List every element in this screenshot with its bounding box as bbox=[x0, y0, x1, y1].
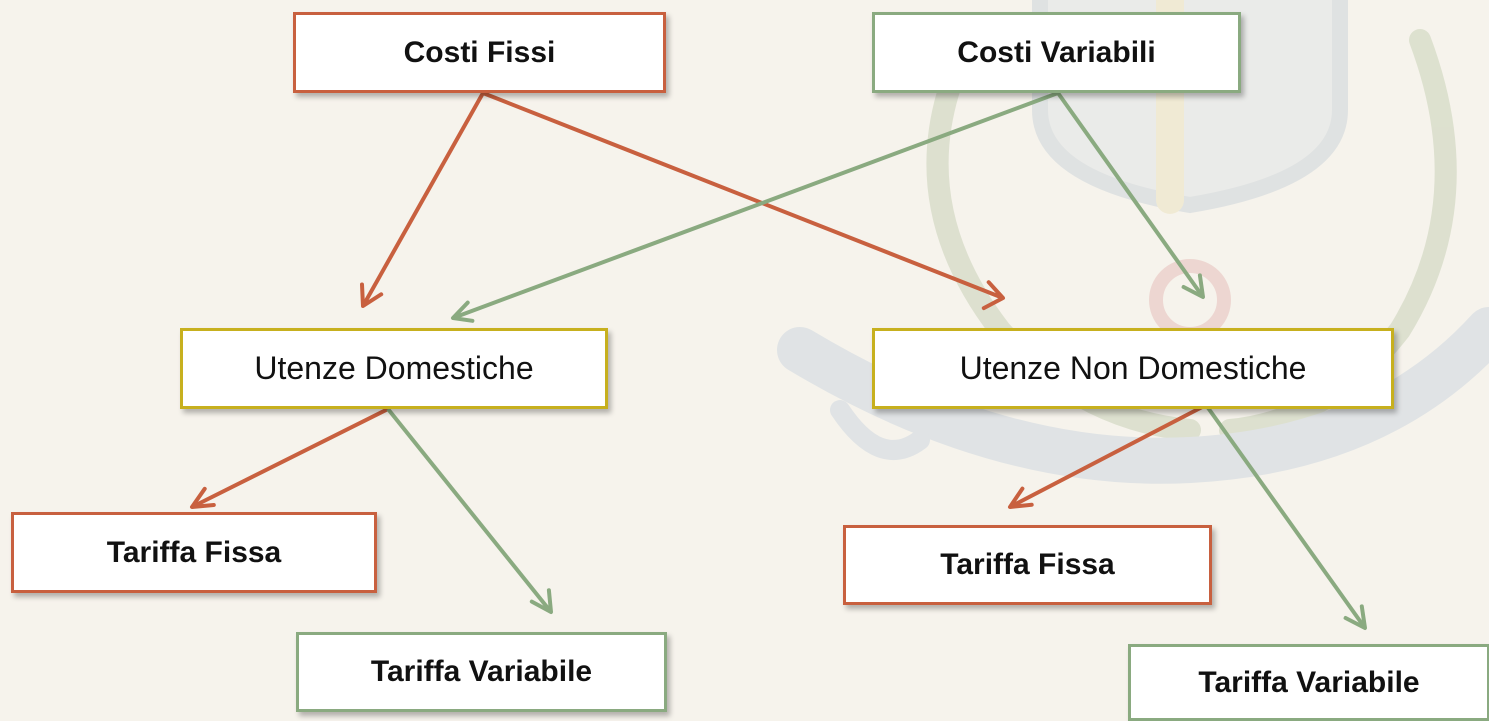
node-tariffa-variabile-non-domestiche: Tariffa Variabile bbox=[1128, 644, 1489, 721]
node-utenze-domestiche: Utenze Domestiche bbox=[180, 328, 608, 409]
edge-costi-variabili-to-utenze-non-domestiche bbox=[1056, 91, 1205, 299]
edge-utenze-domestiche-to-tariffa-fissa bbox=[190, 407, 389, 509]
edge-costi-fissi-to-utenze-domestiche bbox=[360, 92, 485, 308]
edge-utenze-domestiche-to-tariffa-variabile bbox=[386, 407, 553, 614]
node-tariffa-fissa-domestiche: Tariffa Fissa bbox=[11, 512, 377, 593]
node-costi-fissi: Costi Fissi bbox=[293, 12, 666, 93]
node-label: Tariffa Variabile bbox=[370, 655, 593, 688]
node-label: Tariffa Variabile bbox=[1198, 665, 1420, 699]
node-label: Tariffa Fissa bbox=[106, 535, 282, 569]
node-label: Utenze Non Domestiche bbox=[959, 350, 1307, 386]
node-utenze-non-domestiche: Utenze Non Domestiche bbox=[872, 328, 1394, 409]
node-label: Costi Fissi bbox=[403, 35, 556, 69]
edge-utenze-non-domestiche-to-tariffa-fissa bbox=[1008, 403, 1207, 509]
edge-costi-variabili-to-utenze-domestiche bbox=[451, 91, 1059, 323]
edge-utenze-non-domestiche-to-tariffa-variabile bbox=[1204, 403, 1367, 630]
node-tariffa-fissa-non-domestiche: Tariffa Fissa bbox=[843, 525, 1212, 605]
node-costi-variabili: Costi Variabili bbox=[872, 12, 1241, 93]
node-label: Tariffa Fissa bbox=[940, 548, 1115, 581]
node-label: Utenze Domestiche bbox=[254, 350, 534, 386]
node-tariffa-variabile-domestiche: Tariffa Variabile bbox=[296, 632, 667, 712]
node-label: Costi Variabili bbox=[957, 35, 1156, 69]
edge-costi-fissi-to-utenze-non-domestiche bbox=[482, 91, 1005, 311]
